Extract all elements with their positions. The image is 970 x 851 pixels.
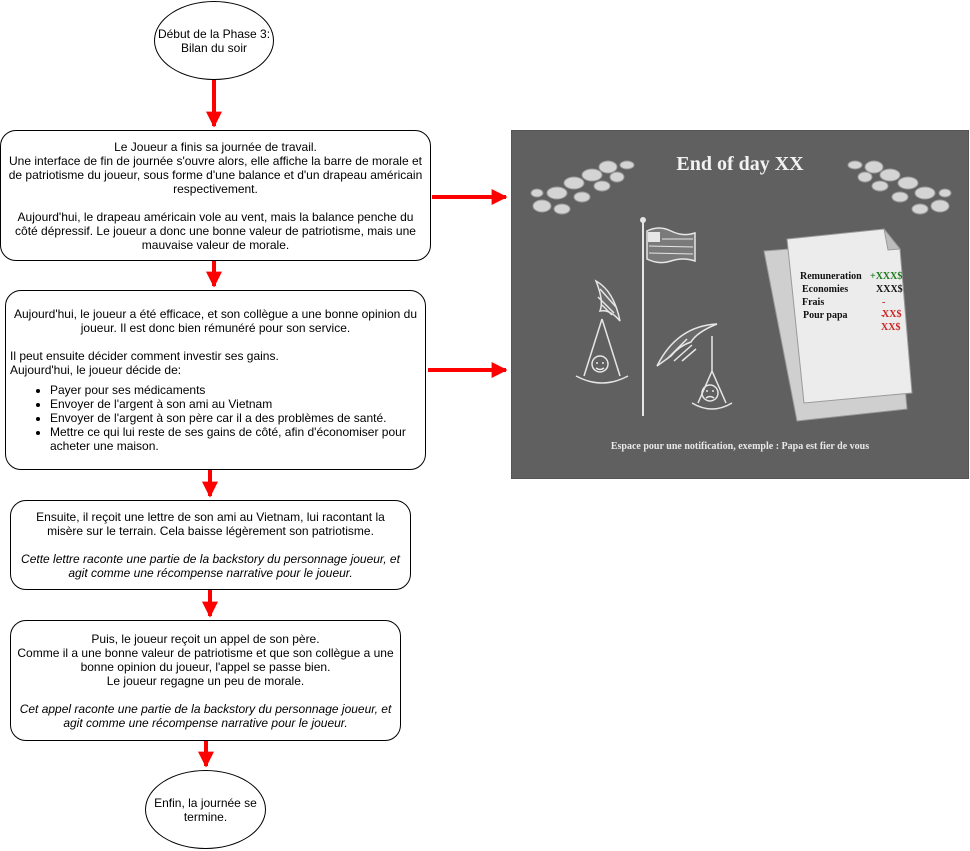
receipt-label: Economies [802, 284, 849, 295]
receipt-value: +XXX$ [870, 271, 903, 282]
receipt-value: XXX$ [876, 284, 903, 295]
start-line2: Bilan du soir [180, 40, 248, 55]
box3-line1: Ensuite, il reçoit une lettre de son ami… [36, 510, 385, 538]
box2-line3: Aujourd'hui, le joueur décide de: [10, 363, 182, 377]
list-item: Payer pour ses médicaments [50, 383, 421, 397]
box4-line1: Puis, le joueur reçoit un appel de son p… [91, 631, 320, 646]
box-end-of-day-interface: Le Joueur a finis sa journée de travail.… [0, 130, 431, 261]
american-flag-icon [640, 217, 696, 416]
box4-line2: Comme il a une bonne valeur de patriotis… [17, 645, 394, 674]
box3-note: Cette lettre raconte une partie de la ba… [21, 552, 400, 580]
balance-left-pan-icon [575, 279, 629, 384]
screen-title: End of day XX [676, 153, 804, 175]
laurel-right-icon [847, 160, 952, 215]
box-phone-call: Puis, le joueur reçoit un appel de son p… [10, 620, 401, 741]
list-item: Mettre ce qui lui reste de ses gains de … [50, 425, 421, 453]
box2-line1: Aujourd'hui, le joueur a été efficace, e… [13, 307, 418, 335]
receipt-label: Pour papa [803, 310, 848, 321]
receipt-row: Frais -XX$ [802, 297, 901, 320]
receipt-value: -XX$ [881, 310, 901, 333]
end-line1: Enfin, la journée se [154, 795, 257, 810]
box4-line3: Le joueur regagne un peu de morale. [106, 673, 305, 688]
receipt-row: Pour papa -XX$ [803, 310, 900, 333]
box-letter: Ensuite, il reçoit une lettre de son ami… [10, 500, 411, 590]
box2-decision-list: Payer pour ses médicaments Envoyer de l'… [10, 383, 421, 453]
notification-text: Espace pour une notification, exemple : … [610, 441, 870, 452]
end-node: Enfin, la journée se termine. [145, 770, 266, 849]
paper-receipt-icon [763, 228, 913, 422]
receipt-label: Frais [802, 297, 825, 308]
box-earnings-decision: Aujourd'hui, le joueur a été efficace, e… [5, 290, 426, 470]
receipt-label: Remuneration [800, 271, 862, 282]
box1-line2: Une interface de fin de journée s'ouvre … [8, 153, 423, 196]
list-item: Envoyer de l'argent à son ami au Vietnam [50, 397, 421, 411]
receipt-row: Remuneration +XXX$ [800, 271, 902, 283]
receipt-row: Economies XXX$ [802, 284, 903, 296]
list-item: Envoyer de l'argent à son père car il a … [50, 411, 421, 425]
box2-line2: Il peut ensuite décider comment investir… [10, 349, 279, 363]
laurel-left-icon [530, 160, 635, 215]
receipt-value: -XX$ [882, 297, 902, 320]
end-of-day-screen-mockup: End of day XX Remuneration +XXX$ Economi… [511, 130, 969, 479]
end-line2: termine. [183, 809, 228, 824]
start-line1: Début de la Phase 3: [157, 26, 271, 41]
box1-line3: Aujourd'hui, le drapeau américain vole a… [15, 209, 416, 252]
start-node: Début de la Phase 3: Bilan du soir [154, 1, 274, 80]
balance-right-pan-icon [656, 323, 733, 410]
box1-line1: Le Joueur a finis sa journée de travail. [114, 139, 317, 154]
screen-illustration [530, 160, 952, 422]
box4-note: Cet appel raconte une partie de la backs… [19, 701, 392, 730]
